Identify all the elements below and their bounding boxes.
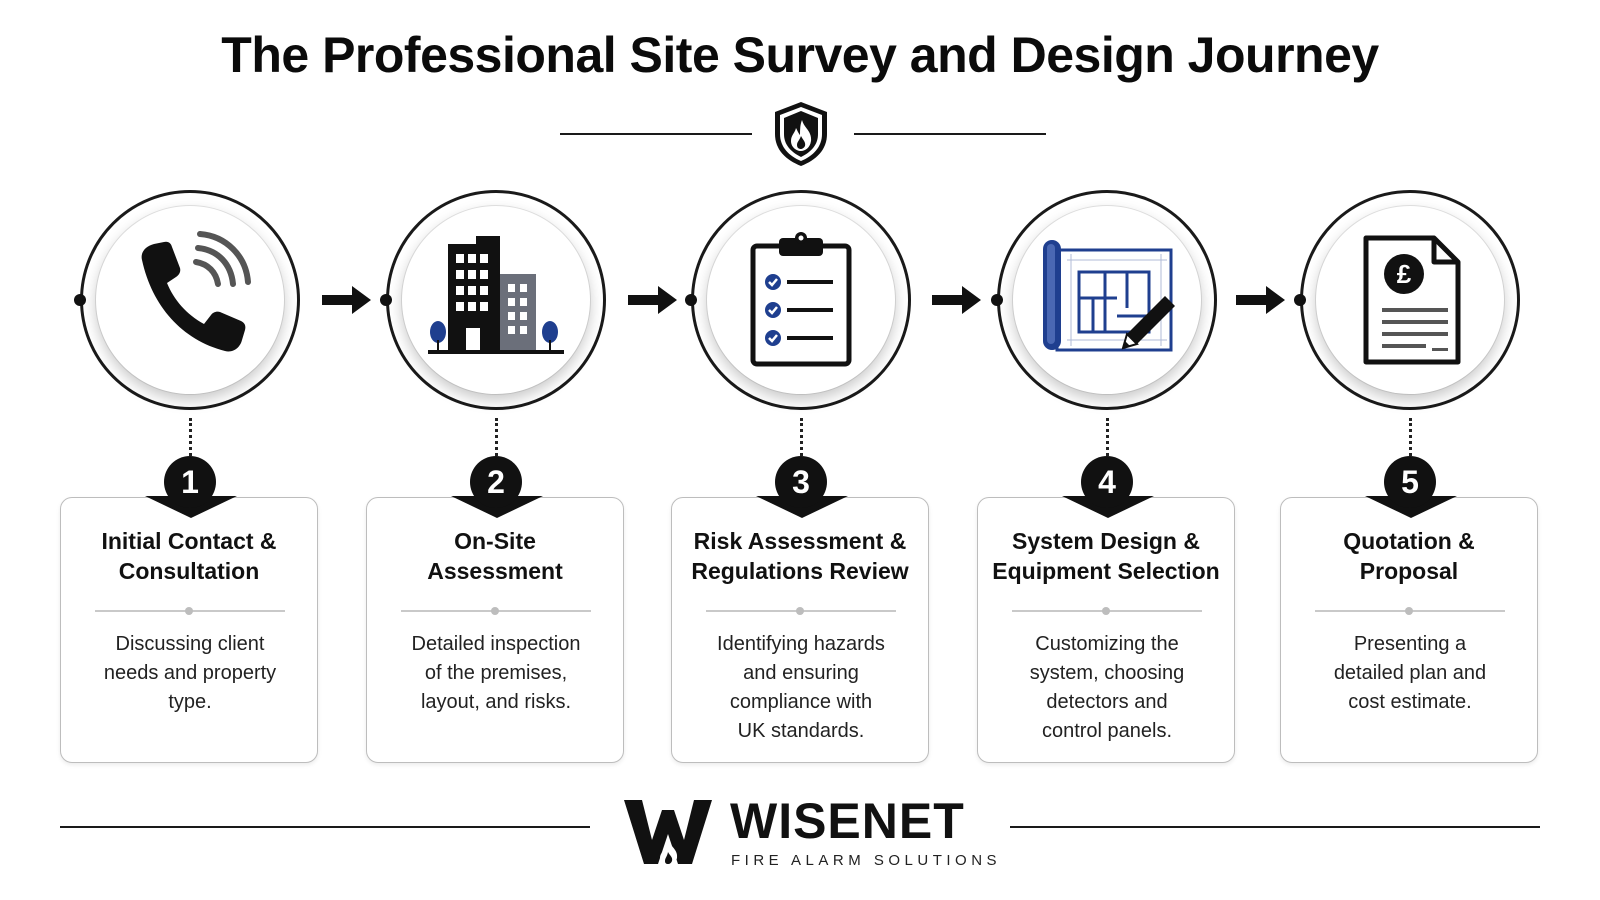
pound-symbol: £ <box>1397 259 1412 289</box>
connector-dot <box>685 294 697 306</box>
page-title: The Professional Site Survey and Design … <box>221 27 1379 83</box>
dotted-connector <box>1409 418 1412 456</box>
dotted-connector <box>495 418 498 456</box>
title-rule-right <box>854 133 1046 135</box>
step-5-circle: £ <box>1294 190 1520 410</box>
logo-tagline: FIRE ALARM SOLUTIONS <box>731 852 1002 869</box>
step-number-badge: 3 <box>775 456 827 508</box>
step-4-circle <box>991 190 1217 410</box>
title-rule-left <box>560 133 752 135</box>
step-title: Initial Contact &Consultation <box>101 528 277 584</box>
clipboard-checklist-icon <box>750 232 852 367</box>
footer-rule-left <box>60 826 590 828</box>
arrow-right-icon <box>628 286 677 314</box>
connector-dot <box>1294 294 1306 306</box>
connector-dot <box>991 294 1003 306</box>
step-1: Initial Contact &Consultation Discussing… <box>60 0 320 900</box>
logo-name: WISENET <box>730 793 965 849</box>
step-4-card: System Design &Equipment Selection Custo… <box>977 496 1235 763</box>
step-title: Risk Assessment &Regulations Review <box>691 528 909 584</box>
arrow-right-icon <box>1236 286 1285 314</box>
shield-flame-icon <box>775 102 827 166</box>
arrow-right-icon <box>932 286 981 314</box>
step-number-badge: 2 <box>470 456 522 508</box>
phone-icon <box>141 231 251 352</box>
step-title: System Design &Equipment Selection <box>992 528 1220 584</box>
dotted-connector <box>800 418 803 456</box>
blueprint-pencil-icon <box>1043 240 1175 352</box>
building-icon <box>428 236 564 354</box>
step-1-card: Initial Contact &Consultation Discussing… <box>60 496 318 763</box>
dotted-connector <box>1106 418 1109 456</box>
step-number-badge: 5 <box>1384 456 1436 508</box>
step-number-badge: 1 <box>164 456 216 508</box>
wisenet-logo-mark <box>624 800 712 866</box>
pound-document-icon: £ <box>1363 235 1461 365</box>
step-4: System Design &Equipment Selection Custo… <box>977 0 1237 900</box>
step-3-circle <box>685 190 911 410</box>
dotted-connector <box>189 418 192 456</box>
step-title: Quotation &Proposal <box>1343 528 1475 584</box>
connector-dot <box>380 294 392 306</box>
step-1-circle <box>74 190 300 410</box>
step-2-circle <box>380 190 606 410</box>
step-3-card: Risk Assessment &Regulations Review Iden… <box>671 496 929 763</box>
footer-rule-right <box>1010 826 1540 828</box>
connector-dot <box>74 294 86 306</box>
arrow-right-icon <box>322 286 371 314</box>
step-3: Risk Assessment &Regulations Review Iden… <box>671 0 931 900</box>
step-number-badge: 4 <box>1081 456 1133 508</box>
